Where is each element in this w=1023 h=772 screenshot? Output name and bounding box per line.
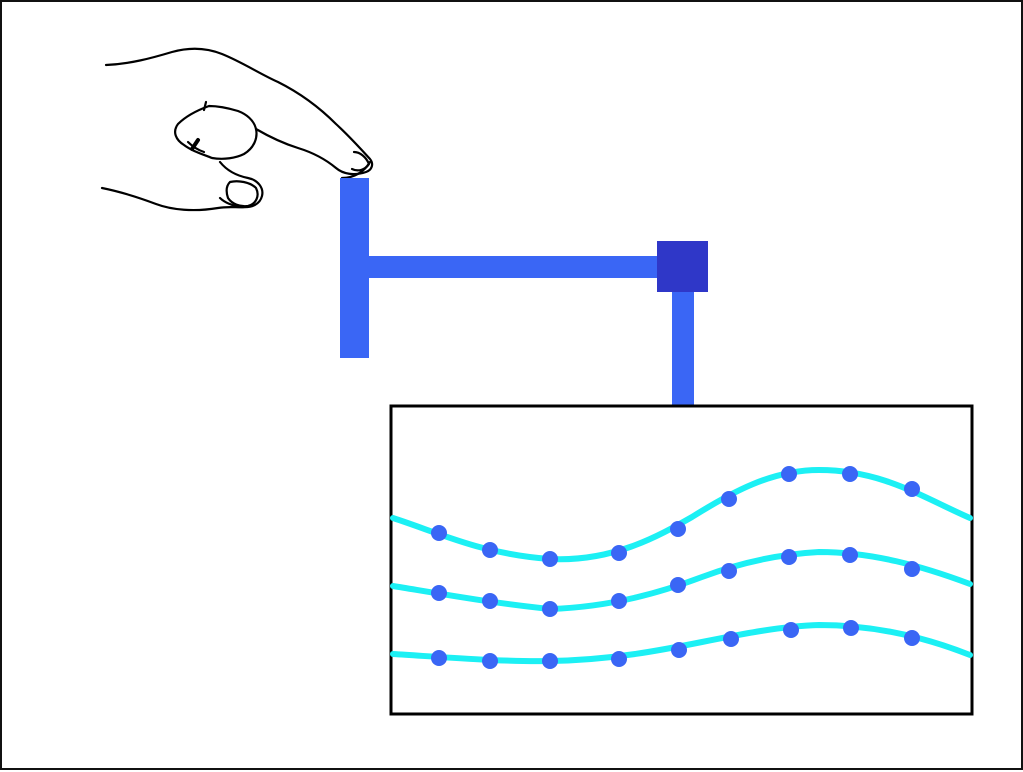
- hand-thumb: [218, 160, 264, 209]
- wave-node: [781, 466, 797, 482]
- wave-node: [542, 551, 558, 567]
- wave-node: [670, 577, 686, 593]
- wave-node: [904, 561, 920, 577]
- wave-node: [904, 481, 920, 497]
- wave-node: [781, 549, 797, 565]
- hand-knuckle-mark: [190, 138, 200, 151]
- hand-knuckle-detail: [186, 140, 206, 154]
- hand-thumbnail: [225, 180, 259, 208]
- square-pivot-joint: [657, 241, 708, 292]
- wave-node: [721, 563, 737, 579]
- wave-node: [431, 525, 447, 541]
- wave-node: [670, 521, 686, 537]
- wave-node: [611, 651, 627, 667]
- wave-node: [431, 585, 447, 601]
- t-shaped-lever: [340, 178, 661, 358]
- hand-curled-finger: [174, 104, 258, 160]
- lever-horizontal-arm: [369, 256, 661, 278]
- hand-crease: [202, 100, 208, 112]
- wave-node: [482, 653, 498, 669]
- hand-upper-outline: [104, 47, 374, 176]
- wave-group: [390, 466, 973, 669]
- wave-node: [611, 545, 627, 561]
- hand-lower-outline: [100, 186, 246, 212]
- wave-node: [904, 630, 920, 646]
- wave-node: [842, 547, 858, 563]
- wave-panel: [389, 404, 974, 716]
- wave-node: [482, 542, 498, 558]
- wave-node: [843, 620, 859, 636]
- wave-node: [542, 601, 558, 617]
- wave-node: [542, 653, 558, 669]
- hand-finger-lower: [340, 160, 372, 180]
- vertical-connecting-rod: [672, 292, 694, 408]
- pointing-hand-icon: [100, 47, 374, 212]
- wave-node: [611, 593, 627, 609]
- wave-node: [842, 466, 858, 482]
- lever-vertical-bar: [340, 178, 369, 358]
- wave-node: [721, 491, 737, 507]
- wave-node: [671, 642, 687, 658]
- wave-node: [431, 650, 447, 666]
- wave-node: [482, 593, 498, 609]
- wave-node: [723, 631, 739, 647]
- wave-node: [783, 622, 799, 638]
- wave-line-3: [390, 621, 973, 665]
